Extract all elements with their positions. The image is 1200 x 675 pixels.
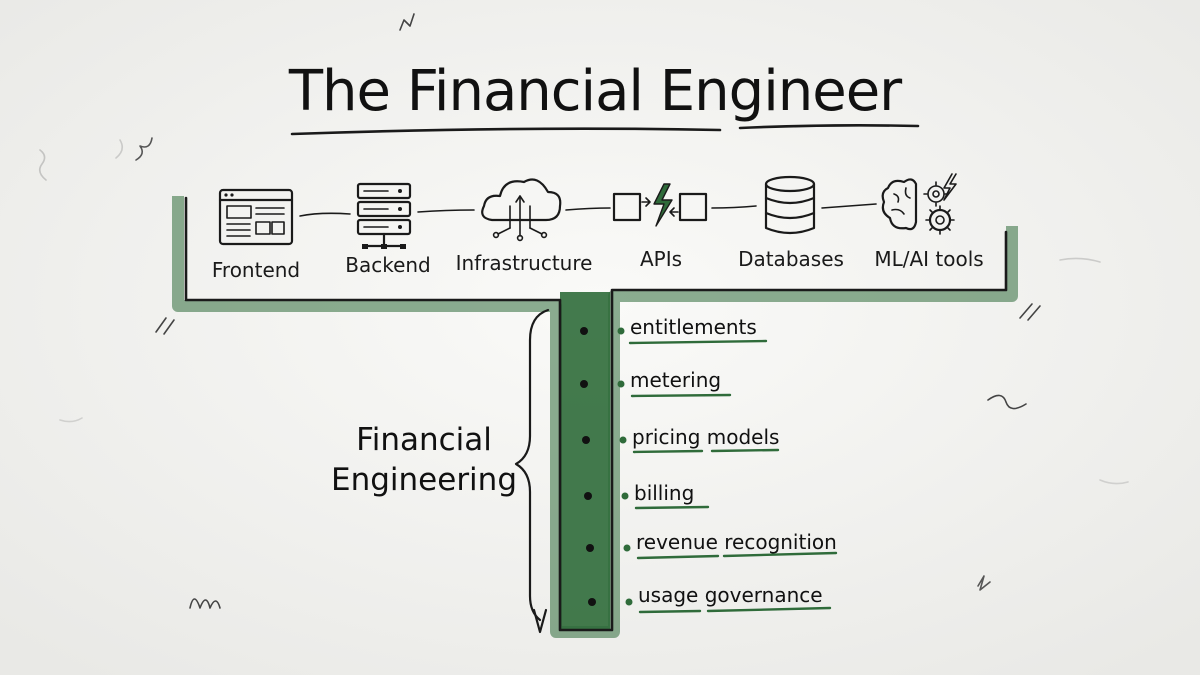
depth-item: usage governance	[588, 583, 832, 614]
bracket-label-line-2: Engineering	[331, 462, 517, 498]
depth-list: entitlements metering pricing models bil…	[580, 315, 838, 614]
board-smudges	[38, 139, 1129, 485]
capability-labels: Frontend Backend Infrastructure APIs Dat…	[212, 247, 984, 282]
curly-bracket	[514, 308, 550, 622]
board-doodles	[135, 13, 1041, 609]
server-rack-icon	[356, 182, 412, 249]
api-lightning-icon	[612, 183, 708, 227]
database-icon	[764, 175, 816, 235]
t-shape-outline	[184, 196, 1008, 632]
depth-item-label: usage governance	[638, 583, 823, 607]
capability-label-ml-ai-tools: ML/AI tools	[874, 247, 983, 271]
depth-item: pricing models	[582, 425, 779, 454]
title-underline	[290, 124, 920, 136]
capability-label-databases: Databases	[738, 247, 844, 271]
capability-connectors	[299, 203, 877, 217]
depth-item: entitlements	[580, 315, 768, 345]
capability-label-apis: APIs	[640, 247, 682, 271]
depth-item-label: entitlements	[630, 315, 757, 339]
page-title: The Financial Engineer	[288, 59, 903, 124]
browser-window-icon	[218, 188, 294, 246]
depth-item-label: revenue recognition	[636, 530, 837, 554]
bracket-label-line-1: Financial	[356, 422, 492, 458]
depth-item-label: metering	[630, 368, 721, 392]
cloud-network-icon	[481, 178, 562, 242]
t-shape-highlight	[172, 196, 1018, 638]
capability-label-infrastructure: Infrastructure	[456, 251, 593, 275]
depth-item: revenue recognition	[586, 530, 838, 560]
depth-item-label: pricing models	[632, 425, 779, 449]
depth-item: billing	[584, 481, 710, 510]
capability-label-backend: Backend	[345, 253, 431, 277]
capability-label-frontend: Frontend	[212, 258, 300, 282]
bracket-arrow-icon	[532, 608, 548, 634]
t-stem-fill	[560, 292, 610, 630]
brain-gears-icon	[881, 173, 957, 235]
depth-item-label: billing	[634, 481, 694, 505]
depth-item: metering	[580, 368, 732, 398]
